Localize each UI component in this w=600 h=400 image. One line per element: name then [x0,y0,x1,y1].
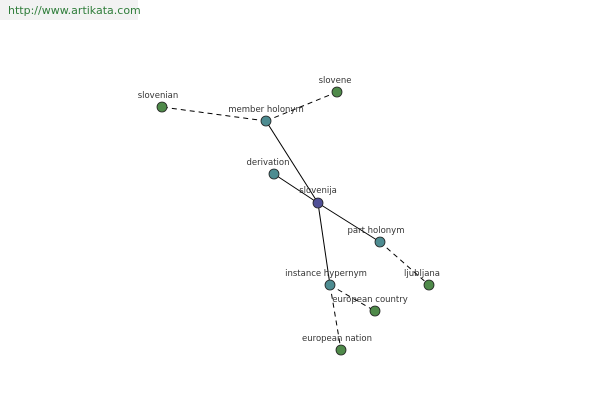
node-label-slovenija: slovenija [299,186,337,196]
node-circle-slovene[interactable] [331,86,343,98]
edge-slovenija-derivation [273,173,319,204]
node-label-slovene: slovene [319,76,352,86]
node-circle-part-holonym[interactable] [374,236,386,248]
node-label-member-holonym: member holonym [228,105,303,115]
edges-layer [161,91,430,351]
node-label-part-holonym: part holonym [348,226,405,236]
node-label-european-nation: european nation [302,334,372,344]
node-part-holonym[interactable]: part holonym [348,226,405,248]
edge-member-holonym-slovene [265,91,338,122]
node-member-holonym[interactable]: member holonym [228,105,304,127]
node-european-country[interactable]: european country [332,295,408,317]
node-circle-ljubljana[interactable] [423,279,435,291]
edge-slovenija-member-holonym [265,120,319,204]
edge-slovenija-instance-hypernym [317,202,331,286]
edge-slovenija-part-holonym [317,202,381,243]
node-label-european-country: european country [332,295,408,305]
node-slovenija[interactable]: slovenija [299,186,337,209]
node-ljubljana[interactable]: ljubljana [404,269,440,291]
node-slovene[interactable]: slovene [319,76,352,98]
nodes-layer: slovenija member holonym derivation part ho… [138,76,440,356]
site-link[interactable]: http://www.artikata.com [0,0,141,20]
node-circle-slovenian[interactable] [156,101,168,113]
node-european-nation[interactable]: european nation [302,334,372,356]
node-circle-instance-hypernym[interactable] [324,279,336,291]
node-circle-member-holonym[interactable] [260,115,272,127]
node-slovenian[interactable]: slovenian [138,91,179,113]
node-instance-hypernym[interactable]: instance hypernym [285,269,367,291]
edge-part-holonym-ljubljana [379,241,430,286]
edge-instance-hypernym-european-nation [329,284,342,351]
node-label-slovenian: slovenian [138,91,179,101]
node-label-instance-hypernym: instance hypernym [285,269,367,279]
node-label-ljubljana: ljubljana [404,269,440,279]
node-derivation[interactable]: derivation [246,158,290,180]
node-circle-european-nation[interactable] [335,344,347,356]
node-circle-european-country[interactable] [369,305,381,317]
node-label-derivation: derivation [246,158,289,168]
node-circle-derivation[interactable] [268,168,280,180]
node-circle-slovenija[interactable] [312,197,324,209]
